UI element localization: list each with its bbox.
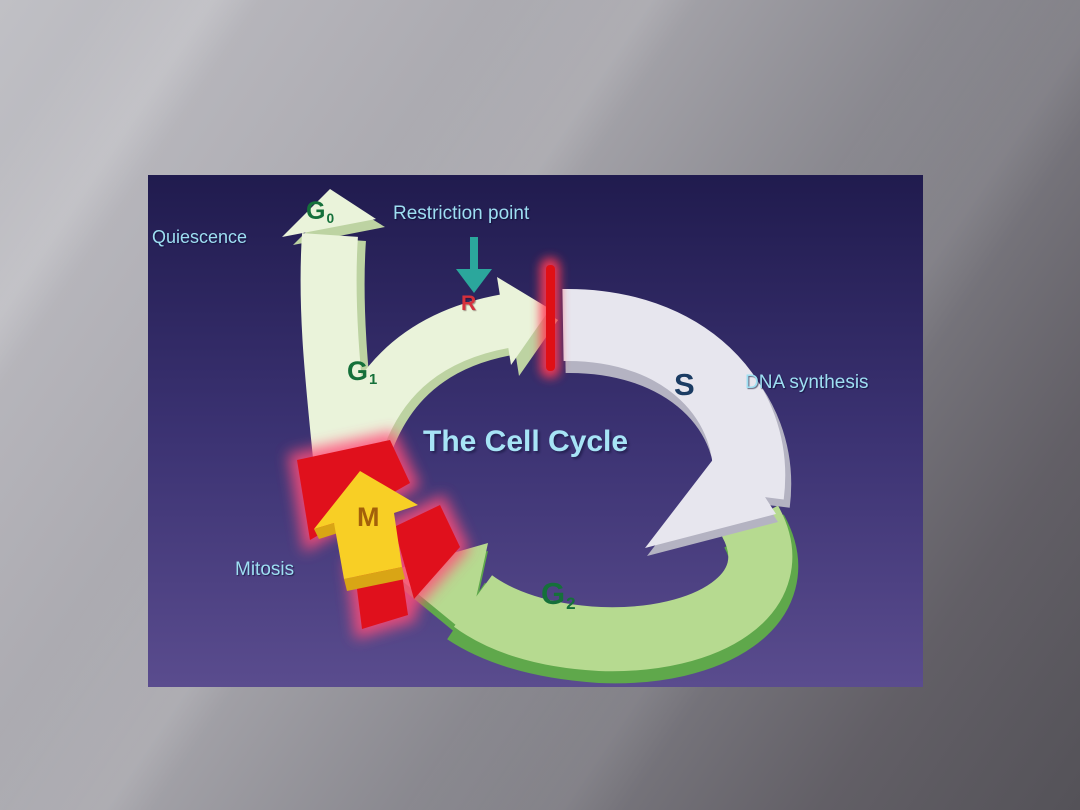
phase-g0-label: G0 (306, 199, 334, 226)
dna-synthesis-label: DNA synthesis (745, 372, 869, 393)
cell-cycle-diagram-art (148, 175, 923, 687)
phase-g1-label: G1 (347, 358, 377, 388)
mitosis-label: Mitosis (235, 559, 295, 580)
quiescence-label: Quiescence (152, 227, 248, 247)
restriction-point-bar (540, 258, 560, 378)
phase-subscript: 0 (326, 210, 335, 226)
restriction-pointer-arrow (456, 237, 492, 293)
phase-m-label: M (357, 502, 380, 532)
restriction-point-label: Restriction point (393, 203, 530, 224)
phase-g2-label: G2 (541, 578, 576, 612)
cell-cycle-image: Quiescence G0 Restriction point R G1 S D… (148, 175, 923, 687)
phase-subscript: 2 (566, 593, 576, 613)
diagram-title: The Cell Cycle (423, 425, 629, 458)
mitosis-yellow-arrow (314, 471, 418, 591)
g1-arrowhead (497, 277, 550, 365)
phase-letter: G (306, 197, 326, 225)
phase-s-label: S (674, 367, 695, 402)
s-phase-arrow (562, 288, 792, 556)
phase-subscript: 1 (369, 372, 378, 389)
restriction-r-marker: R (461, 292, 477, 315)
phase-letter: G (347, 356, 369, 386)
phase-letter: G (541, 576, 566, 611)
g0-arrowhead (282, 189, 376, 237)
